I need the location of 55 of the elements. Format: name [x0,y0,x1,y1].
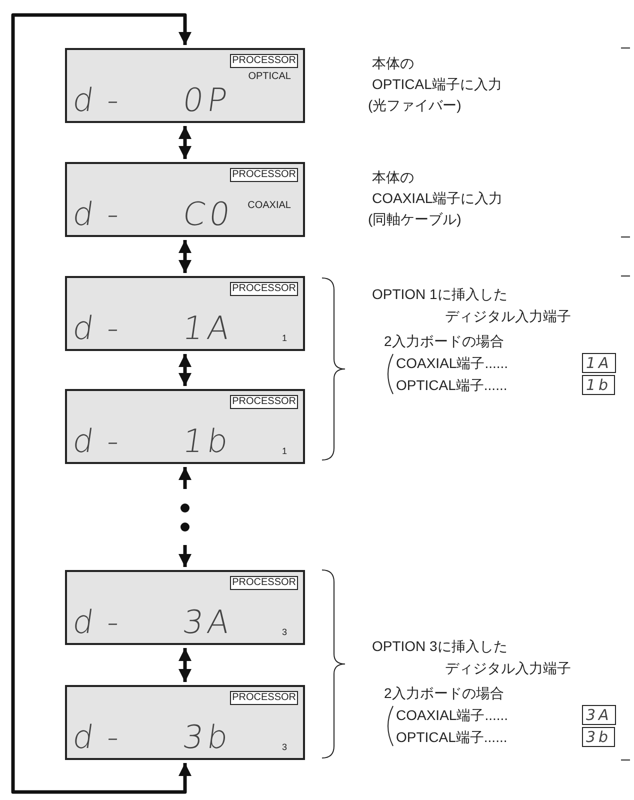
channel-number: 1 [282,333,288,343]
indicator-label: PROCESSOR [230,395,298,409]
display-readout: d- [70,197,136,231]
indicator-label: PROCESSOR [230,282,298,296]
lcd-display [65,389,305,464]
note-text: 2入力ボードの場合 [384,684,504,702]
double-arrow [178,648,192,682]
note-text: COAXIAL端子...... [396,706,508,724]
note-text: OPTICAL端子...... [396,728,508,746]
display-code: 3A [582,705,616,725]
lcd-display [65,685,305,760]
source-label: COAXIAL [248,200,291,211]
display-readout: d- [70,424,136,458]
note-text: OPTICAL端子に入力 [372,75,502,93]
channel-number: 1 [282,446,288,456]
lcd-display [65,162,305,237]
display-readout: d- [70,605,136,639]
channel-number: 3 [282,742,288,752]
note-text: 本体の [372,168,414,186]
source-label: OPTICAL [248,71,291,82]
note-text: ディジタル入力端子 [445,307,571,325]
indicator-label: PROCESSOR [230,576,298,590]
indicator-label: PROCESSOR [230,168,298,182]
note-text: COAXIAL端子に入力 [372,189,503,207]
display-readout: 0P [180,83,234,117]
note-text: COAXIAL端子...... [396,354,508,372]
note-text: 2入力ボードの場合 [384,332,504,350]
note-text: (光ファイバー) [368,96,462,114]
display-readout: d- [70,720,136,754]
display-readout: C0 [180,197,236,231]
display-code: 3b [582,727,616,747]
note-text: OPTICAL端子...... [396,376,508,394]
lcd-display [65,570,305,645]
loop-arrow [11,13,192,794]
lcd-display [65,276,305,351]
display-readout: d- [70,83,136,117]
note-text: OPTION 1に挿入した [372,285,508,303]
note-text: OPTION 3に挿入した [372,637,508,655]
note-text: 本体の [372,54,414,72]
double-arrow [178,240,192,273]
lcd-display [65,48,305,123]
double-arrow [178,354,192,386]
display-readout: 1A [180,311,236,345]
indicator-label: PROCESSOR [230,691,298,705]
display-readout: 3A [180,605,236,639]
indicator-label: PROCESSOR [230,54,298,68]
display-readout: 1b [180,424,234,458]
double-arrow [178,126,192,159]
note-text: ディジタル入力端子 [445,659,571,677]
display-code: 1A [582,353,616,373]
display-readout: 3b [180,720,234,754]
note-text: (同軸ケーブル) [368,210,462,228]
display-code: 1b [582,375,616,395]
display-readout: d- [70,311,136,345]
channel-number: 3 [282,627,288,637]
